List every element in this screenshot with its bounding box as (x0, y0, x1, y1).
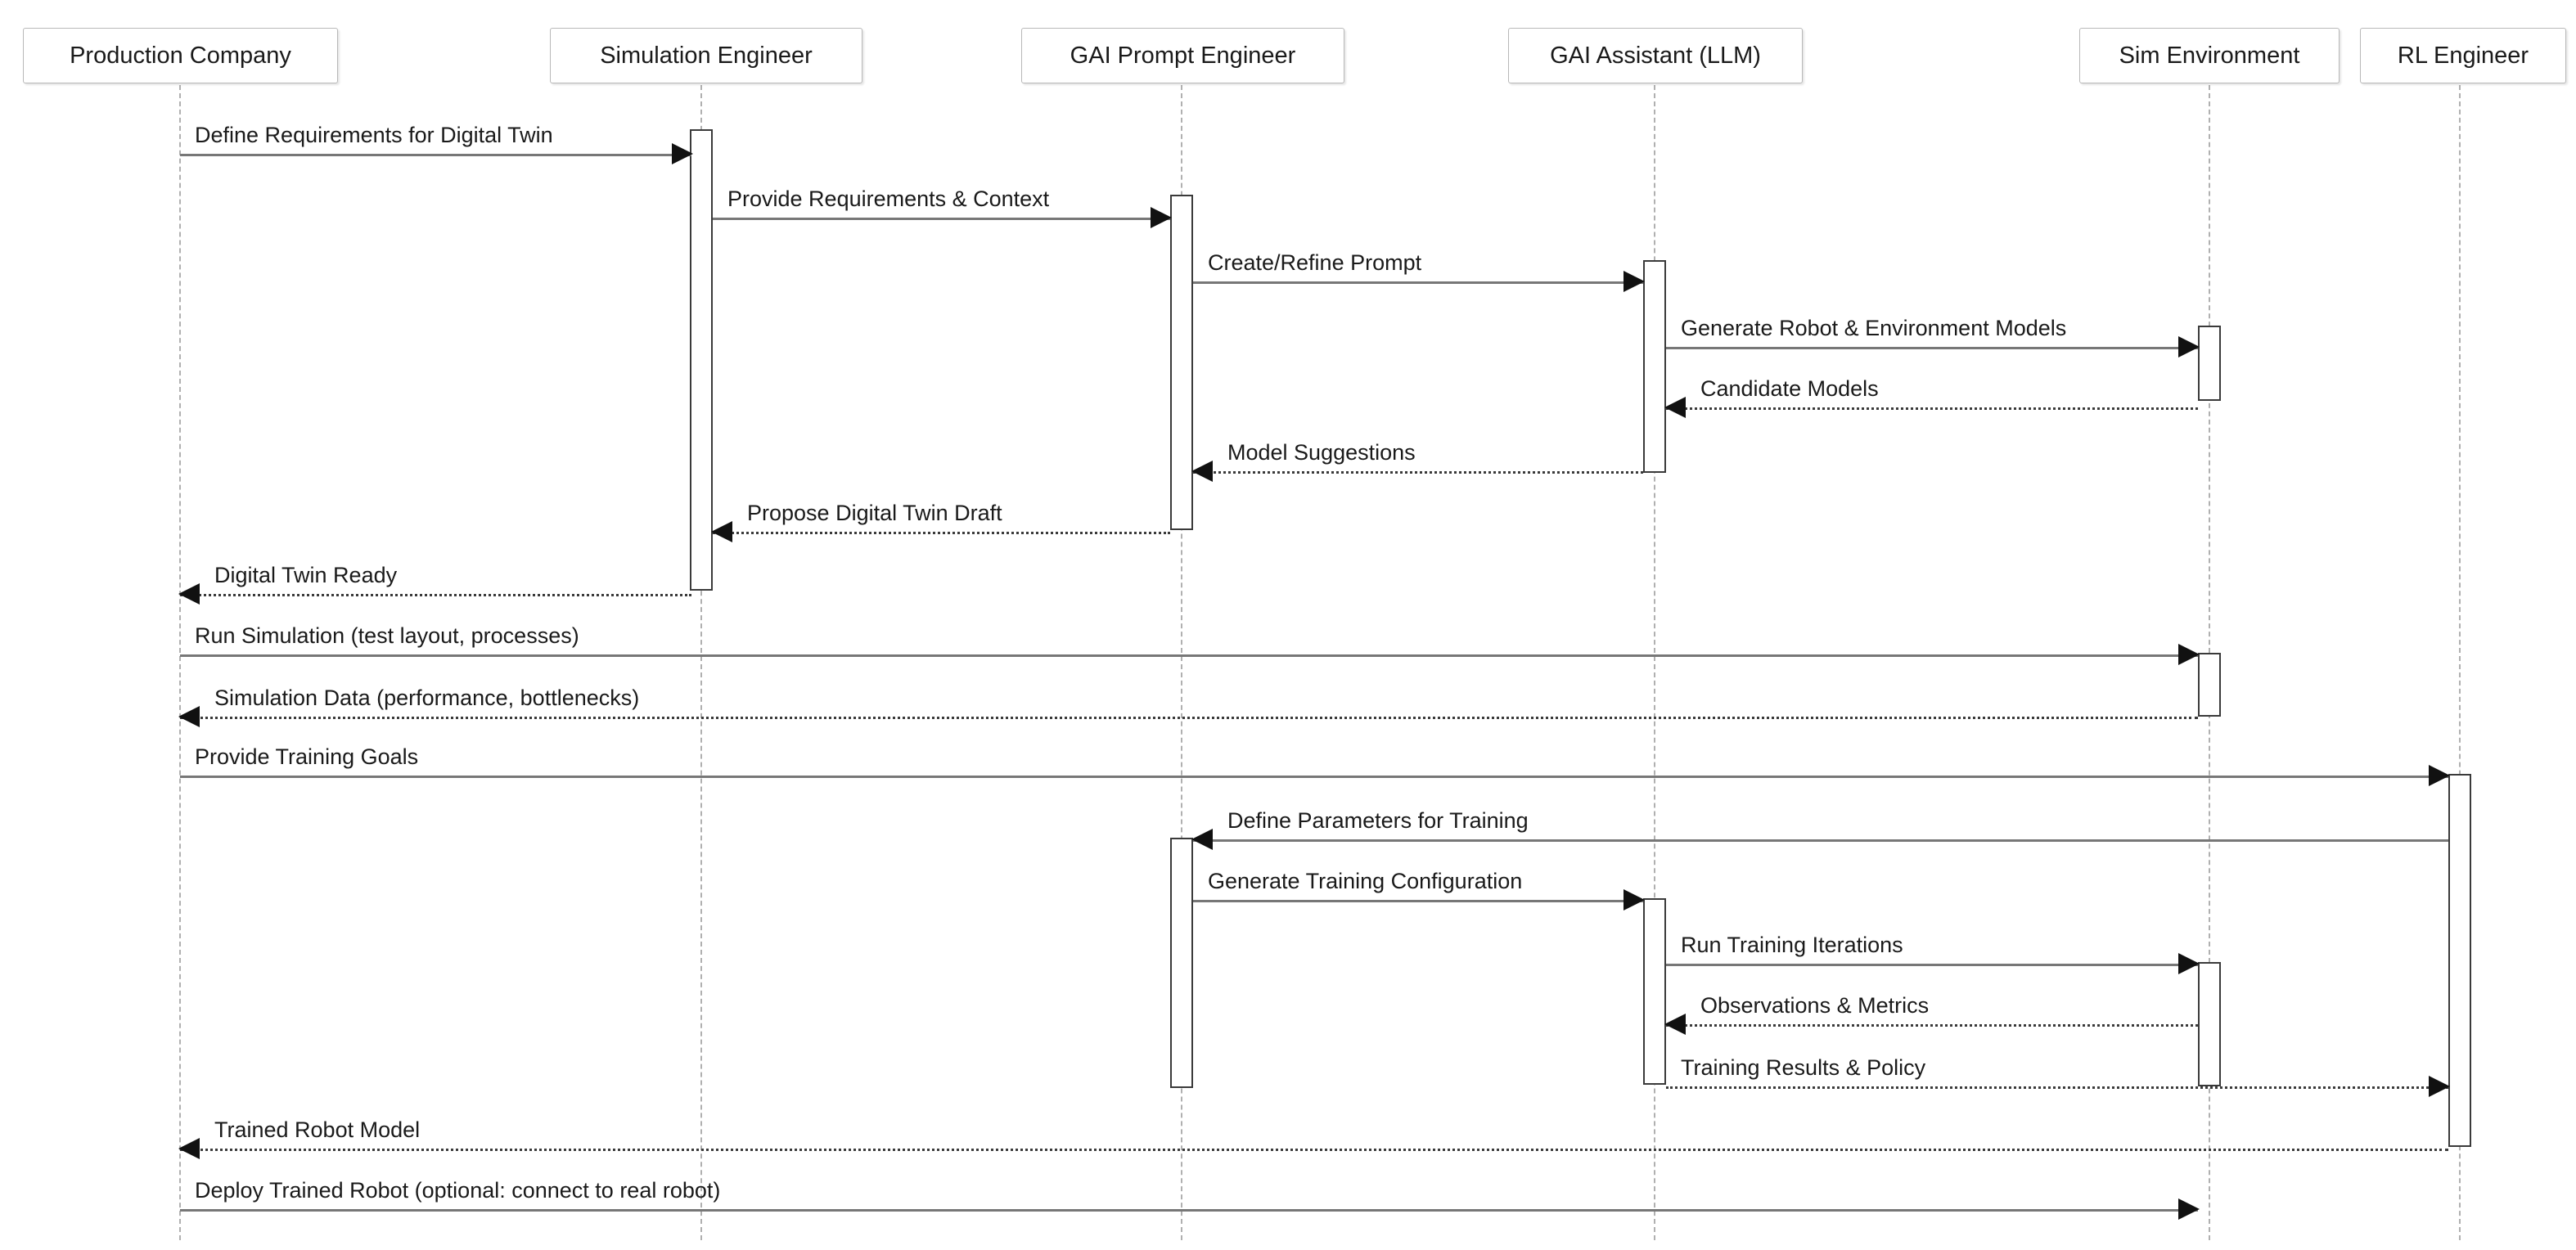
participant-production-company[interactable]: Production Company (23, 28, 338, 83)
arrowhead-right-icon (2178, 953, 2200, 974)
arrowhead-left-icon (1191, 829, 1213, 850)
arrowhead-right-icon (1624, 271, 1645, 292)
message-label: Generate Robot & Environment Models (1681, 316, 2067, 340)
message-label: Trained Robot Model (214, 1117, 421, 1142)
activation-bar-gai-prompt-engineer (1170, 195, 1193, 530)
message-label: Candidate Models (1700, 376, 1879, 401)
arrowhead-left-icon (178, 583, 200, 605)
activation-bar-rl-engineer (2448, 774, 2471, 1147)
message-label: Simulation Data (performance, bottleneck… (214, 686, 640, 710)
activation-bar-sim-environment (2198, 653, 2221, 717)
message-line (180, 717, 2198, 719)
message-label: Create/Refine Prompt (1208, 250, 1422, 275)
message-line (180, 154, 691, 156)
activation-bar-gai-assistant (1643, 260, 1666, 473)
lifeline-gai-prompt-engineer (1181, 85, 1182, 1240)
message-line (1193, 471, 1643, 474)
lifeline-production-company (179, 85, 181, 1240)
message-label: Define Requirements for Digital Twin (195, 123, 553, 147)
arrowhead-right-icon (2429, 1076, 2450, 1097)
participant-sim-environment[interactable]: Sim Environment (2079, 28, 2340, 83)
message-line (180, 594, 691, 596)
message-label: Digital Twin Ready (214, 563, 398, 587)
message-line (1666, 1086, 2448, 1089)
arrowhead-right-icon (672, 143, 693, 164)
activation-bar-gai-assistant (1643, 898, 1666, 1085)
message-line (180, 1149, 2448, 1151)
message-label: Run Training Iterations (1681, 933, 1903, 957)
message-line (1666, 964, 2198, 966)
message-line (1666, 347, 2198, 349)
participant-label: GAI Assistant (LLM) (1550, 42, 1761, 69)
participant-gai-prompt-engineer[interactable]: GAI Prompt Engineer (1021, 28, 1344, 83)
arrowhead-left-icon (178, 706, 200, 727)
participant-label: RL Engineer (2397, 42, 2529, 69)
message-label: Generate Training Configuration (1208, 869, 1523, 893)
arrowhead-left-icon (1191, 461, 1213, 482)
activation-bar-simulation-engineer (690, 129, 713, 591)
message-line (1193, 900, 1643, 902)
arrowhead-right-icon (2178, 644, 2200, 665)
message-label: Define Parameters for Training (1227, 808, 1529, 833)
participant-label: Production Company (70, 42, 291, 69)
arrowhead-right-icon (1151, 207, 1172, 228)
participant-label: Simulation Engineer (600, 42, 813, 69)
participant-label: Sim Environment (2119, 42, 2300, 69)
arrowhead-right-icon (2178, 1198, 2200, 1220)
message-line (1666, 407, 2198, 410)
message-line (180, 654, 2198, 657)
message-line (713, 532, 1170, 534)
message-label: Deploy Trained Robot (optional: connect … (195, 1178, 721, 1203)
participant-rl-engineer[interactable]: RL Engineer (2360, 28, 2566, 83)
message-label: Run Simulation (test layout, processes) (195, 623, 579, 648)
message-label: Model Suggestions (1227, 440, 1416, 465)
participant-gai-assistant[interactable]: GAI Assistant (LLM) (1508, 28, 1803, 83)
message-line (1193, 281, 1643, 284)
message-line (1666, 1024, 2198, 1027)
arrowhead-right-icon (1624, 889, 1645, 911)
arrowhead-left-icon (1664, 1014, 1686, 1035)
message-label: Propose Digital Twin Draft (747, 501, 1002, 525)
message-label: Provide Training Goals (195, 744, 419, 769)
arrowhead-left-icon (711, 521, 732, 542)
lifeline-simulation-engineer (700, 85, 702, 1240)
lifeline-rl-engineer (2459, 85, 2461, 1240)
lifeline-gai-assistant (1654, 85, 1655, 1240)
message-line (713, 218, 1170, 220)
activation-bar-sim-environment (2198, 326, 2221, 401)
message-line (1193, 839, 2448, 842)
message-label: Provide Requirements & Context (727, 187, 1050, 211)
arrowhead-right-icon (2178, 336, 2200, 357)
message-line (180, 1209, 2198, 1212)
arrowhead-left-icon (1664, 397, 1686, 418)
participant-simulation-engineer[interactable]: Simulation Engineer (550, 28, 862, 83)
arrowhead-right-icon (2429, 765, 2450, 786)
message-line (180, 776, 2448, 778)
activation-bar-gai-prompt-engineer (1170, 838, 1193, 1088)
message-label: Observations & Metrics (1700, 993, 1930, 1018)
participant-label: GAI Prompt Engineer (1070, 42, 1296, 69)
activation-bar-sim-environment (2198, 962, 2221, 1086)
arrowhead-left-icon (178, 1138, 200, 1159)
message-label: Training Results & Policy (1681, 1055, 1926, 1080)
